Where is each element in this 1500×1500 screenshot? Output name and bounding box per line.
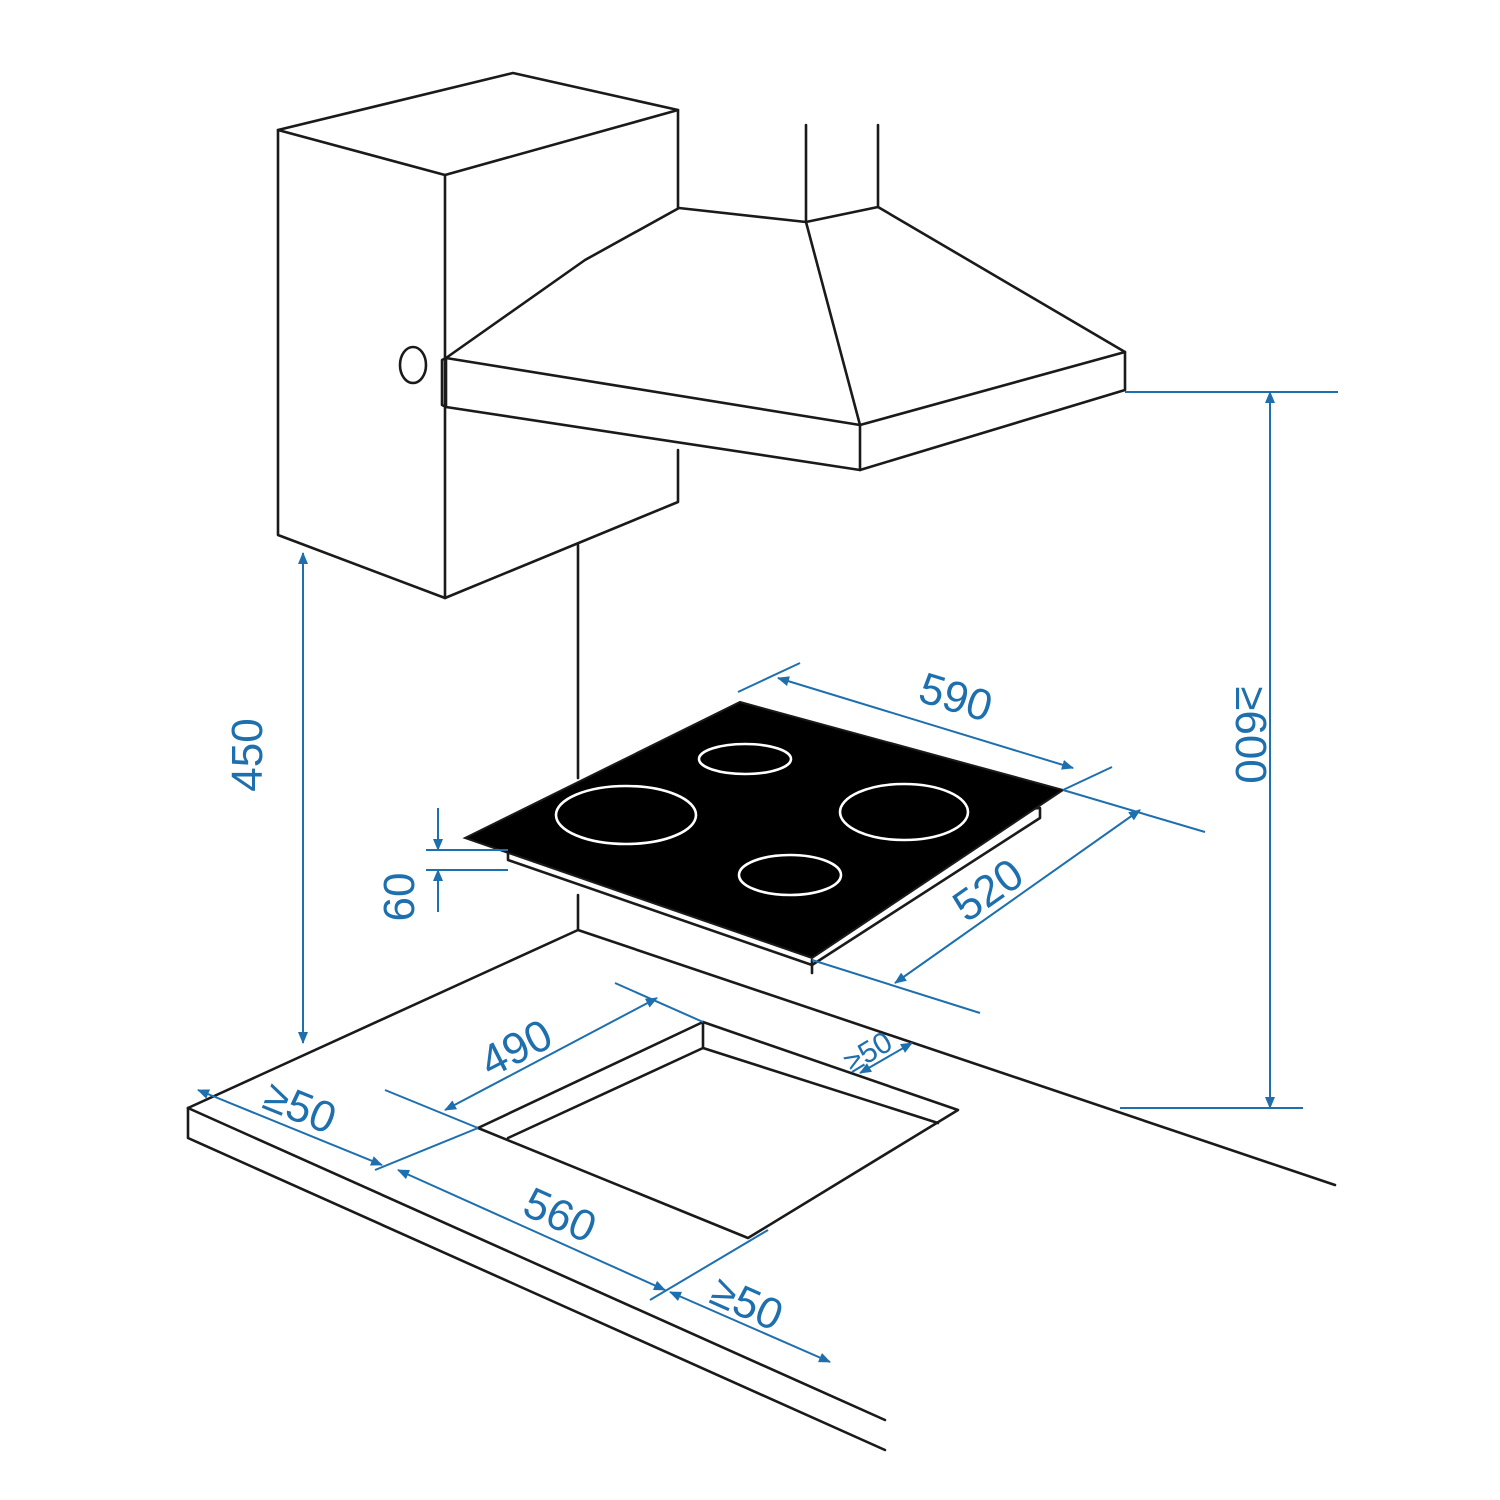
cutout-inner-side-wall bbox=[701, 1046, 940, 1125]
burner-front-right bbox=[737, 853, 843, 897]
worktop-front-edge-upper bbox=[186, 1106, 887, 1422]
label-cutout-depth: 490 bbox=[472, 1010, 560, 1087]
label-hob-width: 590 bbox=[913, 663, 998, 731]
dim-520-extension-back bbox=[1062, 789, 1206, 833]
burner-front-left bbox=[554, 784, 698, 846]
dim-520-line bbox=[894, 809, 1141, 984]
dim-520-extension-front bbox=[811, 959, 981, 1014]
worktop-front-edge-lower bbox=[186, 1106, 887, 1452]
cabinet-knob-icon bbox=[398, 345, 428, 385]
hood-canopy-outline bbox=[444, 205, 1127, 360]
cabinet-front-face bbox=[276, 128, 447, 600]
worktop-left-back-edge bbox=[186, 928, 580, 1110]
dimension-lines bbox=[197, 391, 1338, 1363]
worktop-back-wall-edge bbox=[576, 928, 1337, 1187]
hood-canopy-ridge bbox=[804, 220, 862, 427]
label-cutout-width: 560 bbox=[516, 1178, 603, 1253]
chimney-hood bbox=[440, 123, 1127, 472]
dim-560-extension-left bbox=[374, 1127, 479, 1171]
dim-560-line bbox=[397, 1169, 666, 1291]
label-clearance-left: ≥50 bbox=[257, 1071, 343, 1144]
dim-clearance-left-line bbox=[197, 1089, 383, 1166]
label-clearance-front: ≥50 bbox=[703, 1266, 790, 1340]
hood-rim bbox=[444, 350, 1127, 472]
label-hob-thickness: 60 bbox=[375, 873, 424, 922]
dim-590-line bbox=[777, 676, 1074, 770]
dim-490-line bbox=[444, 997, 658, 1111]
dim-560-extension-right bbox=[649, 1229, 769, 1301]
dim-590-extension-right bbox=[1062, 766, 1113, 791]
hood-rim-back-edge bbox=[440, 356, 448, 409]
dim-490-extension-back bbox=[614, 982, 704, 1023]
dim-clearance-front-line bbox=[669, 1291, 831, 1363]
dim-clearance-back-line bbox=[859, 1042, 913, 1074]
cabinet-top-face bbox=[276, 71, 680, 177]
dim-490-extension-front bbox=[384, 1089, 479, 1129]
dim-590-extension-left bbox=[737, 662, 801, 693]
label-hood-height: ≥600 bbox=[1226, 686, 1275, 784]
label-cabinet-height: 450 bbox=[223, 718, 272, 791]
cabinet-side-lower-edge bbox=[443, 448, 680, 600]
ceramic-hob bbox=[462, 700, 1066, 975]
